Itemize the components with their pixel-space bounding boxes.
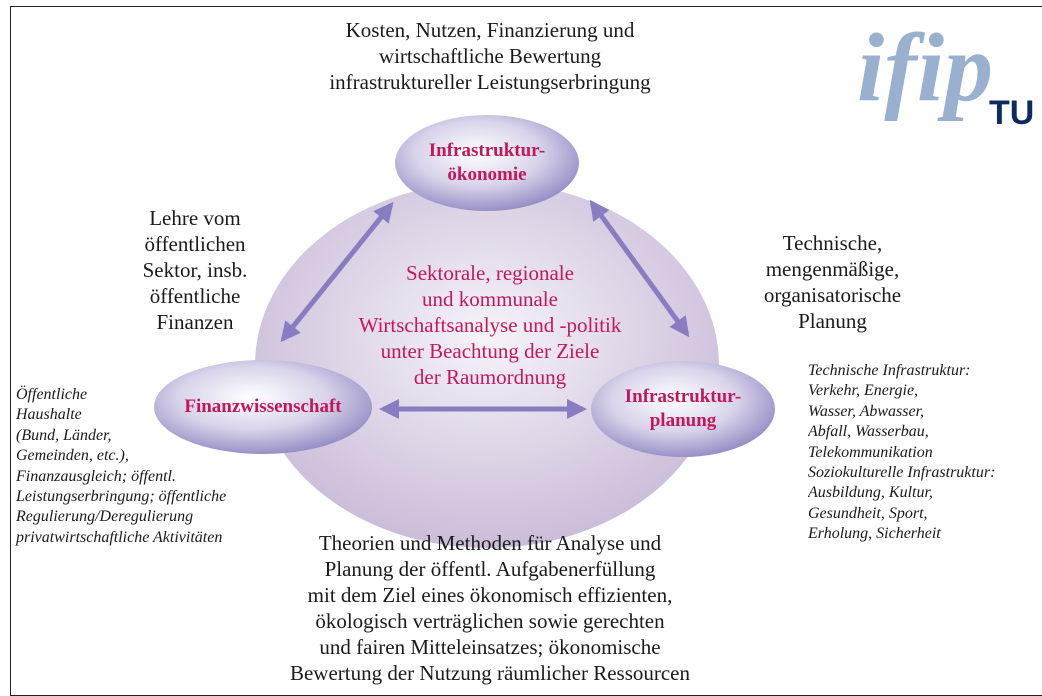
node-infrastrukturplanung <box>591 361 775 457</box>
arrow-oekonomie-finanzwissenschaft <box>280 201 394 343</box>
arrow-oekonomie-planung <box>589 199 690 338</box>
node-label-infrastrukturoekonomie: Infrastruktur- ökonomie <box>428 140 546 185</box>
right-description: Technische, mengenmäßige, organisatorisc… <box>763 231 902 333</box>
left-detail-list: Öffentliche Haushalte (Bund, Länder, Gem… <box>16 386 227 546</box>
center-description: Sektorale, regionale und kommunale Wirts… <box>358 261 622 389</box>
node-label-finanzwissenschaft: Finanzwissenschaft <box>184 396 342 417</box>
ifip-tu-logo: ifip TU <box>855 12 1040 134</box>
right-detail-list: Technische Infrastruktur: Verkehr, Energ… <box>808 362 996 543</box>
left-description: Lehre vom öffentlichen Sektor, insb. öff… <box>142 206 248 334</box>
logo-subscript: TU <box>989 94 1034 132</box>
top-description: Kosten, Nutzen, Finanzierung und wirtsch… <box>329 18 651 94</box>
bottom-description: Theorien und Methoden für Analyse und Pl… <box>289 531 691 685</box>
logo-text: ifip <box>857 14 993 122</box>
node-infrastrukturoekonomie <box>395 115 579 211</box>
node-finanzwissenschaft <box>154 360 372 454</box>
node-label-infrastrukturplanung: Infrastruktur- planung <box>624 386 742 431</box>
